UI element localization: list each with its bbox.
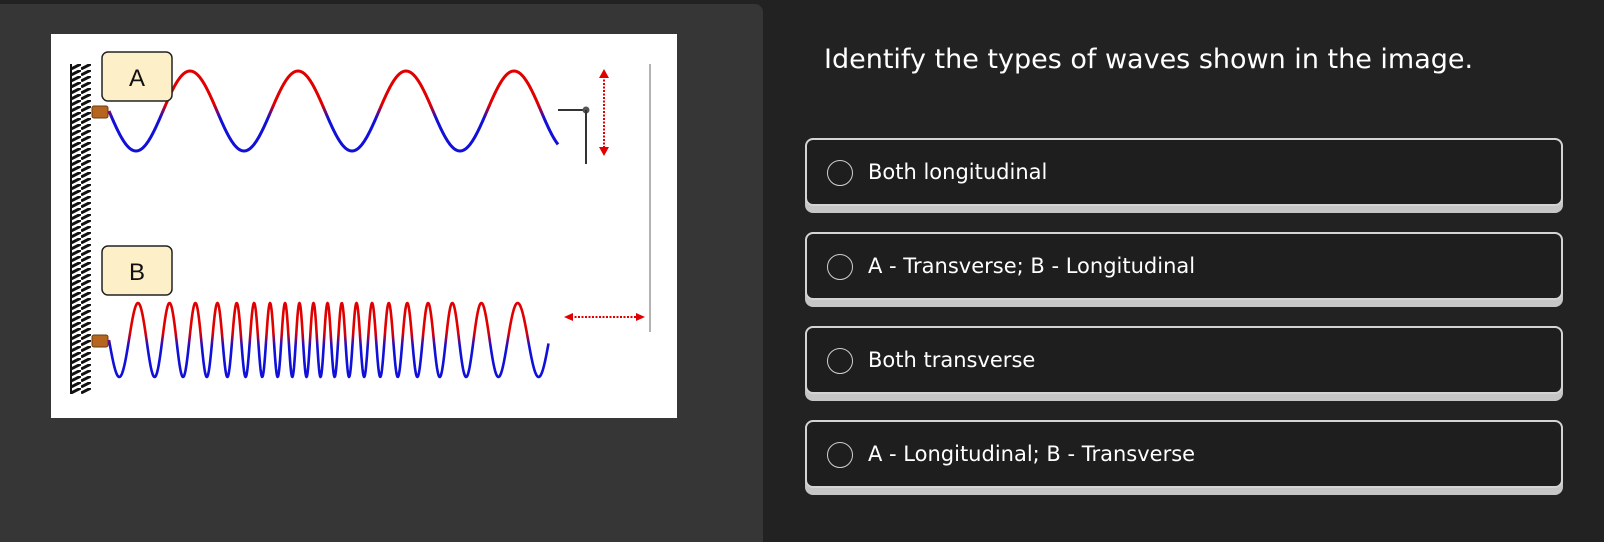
- label-b: B: [129, 259, 145, 286]
- question-text: Identify the types of waves shown in the…: [824, 44, 1474, 75]
- wave-a: [107, 69, 560, 153]
- radio-button[interactable]: [827, 442, 853, 468]
- option-label: A - Transverse; B - Longitudinal: [868, 254, 1196, 278]
- wall-hatch: [71, 64, 91, 394]
- vertical-oscillation-arrow: [599, 69, 609, 156]
- answer-option-3[interactable]: Both transverse: [805, 326, 1563, 394]
- answer-option-2[interactable]: A - Transverse; B - Longitudinal: [805, 232, 1563, 300]
- attachment-b: [91, 334, 109, 348]
- wave-b: [107, 301, 550, 379]
- attachment-a: [91, 105, 109, 119]
- option-label: Both longitudinal: [868, 160, 1048, 184]
- answer-option-1[interactable]: Both longitudinal: [805, 138, 1563, 206]
- image-panel: A B: [0, 4, 763, 542]
- radio-button[interactable]: [827, 348, 853, 374]
- horizontal-oscillation-arrow: [564, 313, 645, 321]
- answer-option-4[interactable]: A - Longitudinal; B - Transverse: [805, 420, 1563, 488]
- option-label: A - Longitudinal; B - Transverse: [868, 442, 1196, 466]
- radio-button[interactable]: [827, 160, 853, 186]
- wave-diagram: A B: [51, 34, 677, 418]
- label-b-box: B: [101, 245, 173, 296]
- label-a-box: A: [101, 51, 173, 102]
- radio-button[interactable]: [827, 254, 853, 280]
- wave-diagram-svg: A B: [70, 51, 651, 394]
- label-a: A: [129, 65, 145, 92]
- option-label: Both transverse: [868, 348, 1036, 372]
